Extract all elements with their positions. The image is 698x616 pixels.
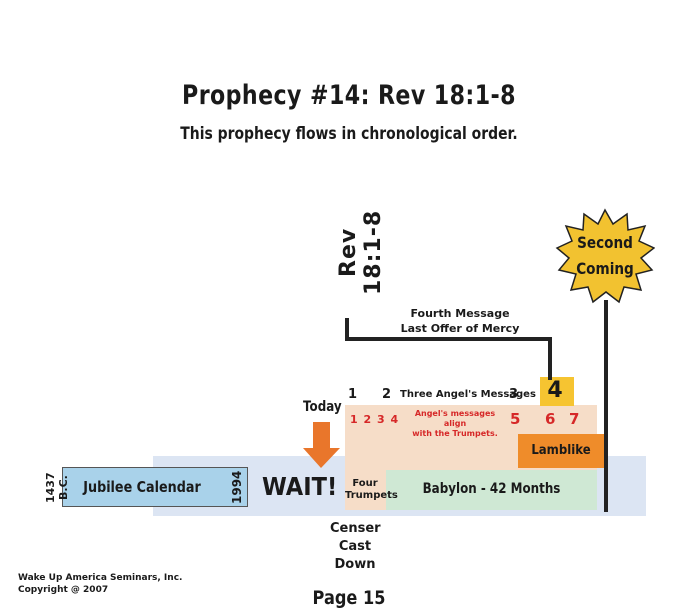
censer-cast-down-label: Censer Cast Down xyxy=(330,520,381,574)
censer-line2: Cast xyxy=(338,539,372,554)
fourth-message-number: 4 xyxy=(547,378,563,403)
babylon-box xyxy=(386,470,597,510)
page-number: Page 15 xyxy=(312,587,386,609)
three-angels-label: Three Angel's Messages xyxy=(400,389,536,400)
align-note-line1: Angel's messages align xyxy=(414,409,496,428)
footer-line1: Wake Up America Seminars, Inc. xyxy=(18,573,183,583)
fourth-message-line2: Last Offer of Mercy xyxy=(400,322,520,335)
page-title: Prophecy #14: Rev 18:1-8 xyxy=(182,80,516,111)
lamblike-label: Lamblike xyxy=(531,443,591,458)
message-number-3: 3 xyxy=(509,387,519,402)
censer-line1: Censer xyxy=(330,521,381,536)
message-number-2: 2 xyxy=(382,387,392,402)
trumpet-number-5: 5 xyxy=(510,410,521,428)
wait-label: WAIT! xyxy=(262,472,338,501)
trumpets-align-note: Angel's messages align with the Trumpets… xyxy=(410,409,500,439)
babylon-label: Babylon - 42 Months xyxy=(422,481,561,497)
four-trumpets-line2: Trumpets xyxy=(345,490,398,501)
four-trumpets-label: Four Trumpets xyxy=(345,478,398,502)
footer-line2: Copyright @ 2007 xyxy=(18,585,109,595)
starburst-shape xyxy=(555,208,655,304)
trumpet-numbers-1-4: 1 2 3 4 xyxy=(350,413,400,426)
align-note-line2: with the Trumpets. xyxy=(412,429,498,438)
fourth-message-line1: Fourth Message xyxy=(410,307,510,320)
second-coming-starburst xyxy=(555,208,655,304)
footer-credit: Wake Up America Seminars, Inc. Copyright… xyxy=(18,572,182,596)
four-trumpets-line1: Four xyxy=(352,478,378,489)
second-coming-line1: Second xyxy=(577,233,633,252)
page-subtitle: This prophecy flows in chronological ord… xyxy=(180,124,518,144)
today-arrow xyxy=(303,422,340,468)
fourth-message-label: Fourth Message Last Offer of Mercy xyxy=(395,306,525,336)
today-label: Today xyxy=(303,399,342,415)
trumpet-number-7: 7 xyxy=(569,410,580,428)
censer-line3: Down xyxy=(334,557,376,572)
jubilee-calendar-label: Jubilee Calendar xyxy=(83,478,201,496)
second-coming-label: Second Coming xyxy=(568,230,641,282)
trumpet-number-6: 6 xyxy=(545,410,556,428)
lamblike-box xyxy=(518,434,604,468)
fourth-message-box xyxy=(540,377,574,406)
message-number-1: 1 xyxy=(348,387,358,402)
jubilee-calendar-box xyxy=(62,467,248,507)
second-coming-line2: Coming xyxy=(576,259,634,278)
rev-marker-label: Rev 18:1-8 xyxy=(336,209,386,295)
